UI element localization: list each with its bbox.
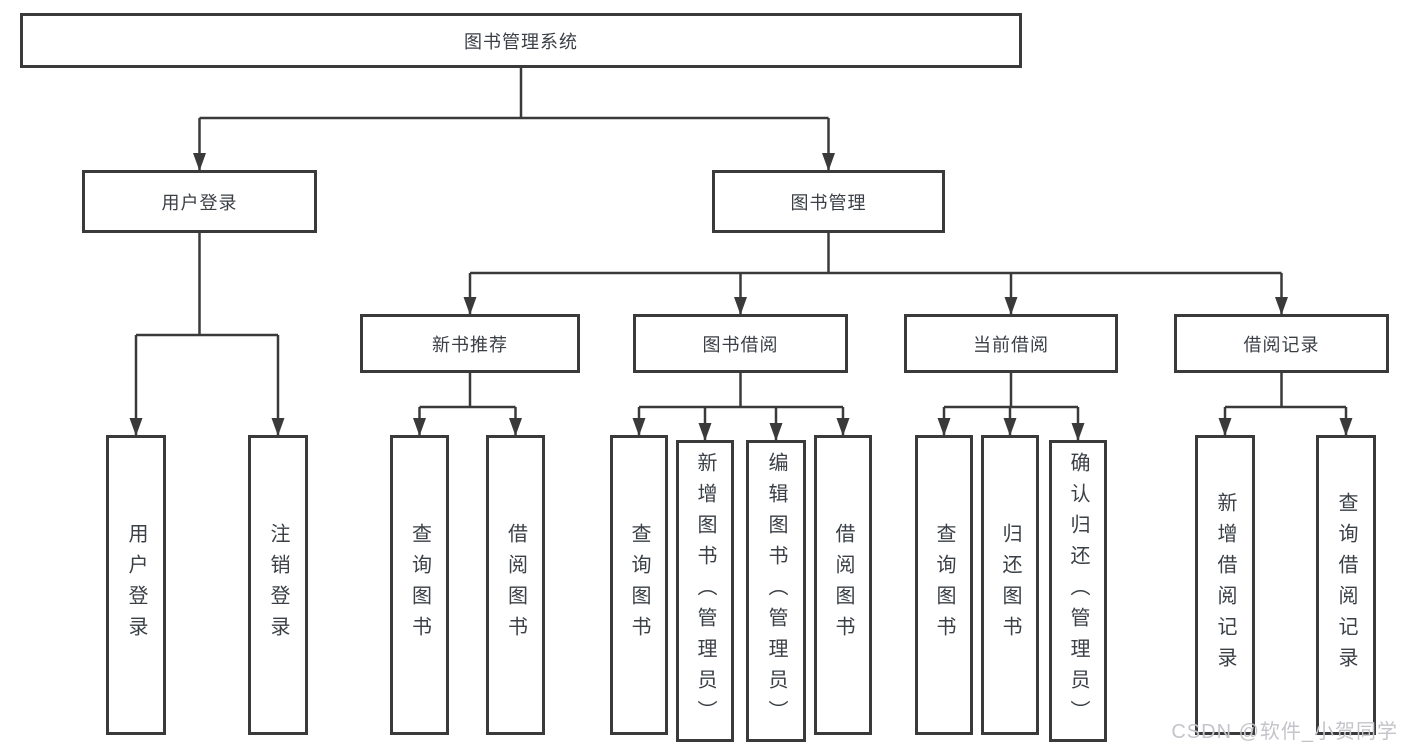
node-label: 用户登录	[161, 192, 238, 213]
leaf-label: 用户登录	[125, 523, 147, 647]
node-label: 图书借阅	[702, 334, 779, 355]
leaf-label: 借阅图书	[832, 523, 854, 647]
leaf-add-borrow-record: 新增借阅记录	[1195, 435, 1255, 735]
connector-book-management-children	[463, 233, 1288, 315]
leaf-query-borrow-record: 查询借阅记录	[1316, 435, 1376, 735]
node-book-management: 图书管理	[712, 170, 945, 233]
leaf-label: 查询图书	[408, 523, 431, 647]
leaf-label: 借阅图书	[504, 523, 527, 647]
node-label: 当前借阅	[973, 334, 1049, 355]
leaf-label: 查询图书	[628, 523, 650, 647]
connector-user-login-children	[129, 233, 285, 436]
leaf-query-books-recommend: 查询图书	[390, 435, 449, 735]
leaf-label: 编辑图书（管理员）	[765, 451, 787, 731]
node-label: 图书管理	[790, 192, 867, 213]
leaf-confirm-return-admin: 确认归还（管理员）	[1049, 440, 1107, 742]
connector-current-borrowing-children	[937, 373, 1085, 441]
node-library-management-system: 图书管理系统	[20, 13, 1022, 68]
connector-book-borrowing-children	[632, 373, 850, 441]
leaf-query-books-current: 查询图书	[915, 435, 973, 735]
leaf-edit-books-admin: 编辑图书（管理员）	[746, 440, 806, 742]
leaf-label: 注销登录	[267, 523, 289, 647]
node-label: 新书推荐	[432, 334, 508, 355]
leaf-user-login: 用户登录	[106, 435, 166, 735]
leaf-label: 新增图书（管理员）	[694, 451, 716, 731]
leaf-query-books-borrowing: 查询图书	[610, 435, 668, 735]
leaf-label: 确认归还（管理员）	[1067, 451, 1089, 731]
leaf-label: 查询借阅记录	[1335, 492, 1357, 678]
node-label: 图书管理系统	[464, 31, 578, 52]
connector-root-to-level2	[193, 68, 835, 171]
leaf-return-books: 归还图书	[981, 435, 1039, 735]
node-book-borrowing: 图书借阅	[633, 314, 848, 373]
connector-new-book-recommend-children	[413, 373, 522, 436]
leaf-logout: 注销登录	[248, 435, 308, 735]
leaf-borrow-books: 借阅图书	[814, 435, 872, 735]
connector-borrowing-records-children	[1218, 373, 1353, 436]
leaf-label: 新增借阅记录	[1214, 492, 1236, 678]
node-label: 借阅记录	[1243, 334, 1320, 355]
node-user-login: 用户登录	[82, 170, 317, 233]
leaf-borrow-books-recommend: 借阅图书	[486, 435, 545, 735]
leaf-label: 归还图书	[999, 523, 1021, 647]
leaf-label: 查询图书	[933, 523, 955, 647]
node-borrowing-records: 借阅记录	[1174, 314, 1389, 373]
node-new-book-recommend: 新书推荐	[360, 314, 580, 373]
node-current-borrowing: 当前借阅	[904, 314, 1118, 373]
leaf-add-books-admin: 新增图书（管理员）	[676, 440, 734, 742]
csdn-watermark: CSDN @软件_小贺同学	[1171, 721, 1398, 743]
